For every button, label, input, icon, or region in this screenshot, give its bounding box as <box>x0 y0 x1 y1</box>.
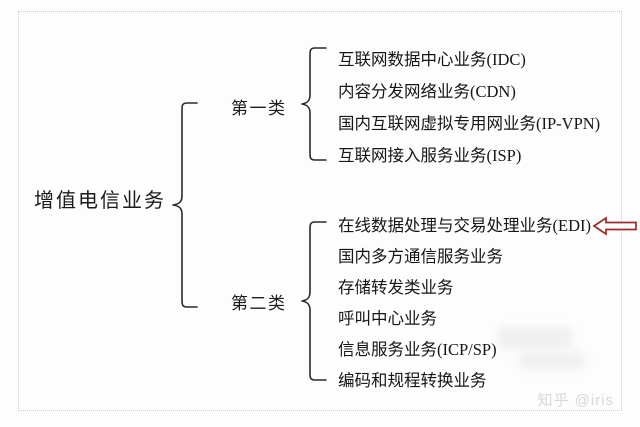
category-2-bracket <box>301 221 327 381</box>
root-node-label: 增值电信业务 <box>34 190 166 212</box>
category-2-item-1: 在线数据处理与交易处理业务(EDI) <box>338 216 591 235</box>
root-branch-bracket <box>172 102 198 308</box>
category-2-label: 第二类 <box>231 294 287 313</box>
left-arrow-icon <box>592 216 637 236</box>
scan-artifact <box>498 327 572 349</box>
category-1-item-4: 互联网接入服务业务(ISP) <box>338 146 522 165</box>
category-2-item-6: 编码和规程转换业务 <box>338 371 487 390</box>
category-2-item-4: 呼叫中心业务 <box>338 309 437 328</box>
category-2-item-2: 国内多方通信服务业务 <box>338 247 503 266</box>
category-1-label: 第一类 <box>231 99 287 118</box>
category-1-item-2: 内容分发网络业务(CDN) <box>338 82 516 101</box>
category-1-item-1: 互联网数据中心业务(IDC) <box>338 50 526 69</box>
watermark: 知乎 @iris <box>537 392 614 409</box>
category-1-item-3: 国内互联网虚拟专用网业务(IP-VPN) <box>338 114 601 133</box>
scan-artifact <box>520 352 584 370</box>
category-1-bracket <box>301 47 327 161</box>
category-2-item-3: 存储转发类业务 <box>338 278 454 297</box>
category-2-item-5: 信息服务业务(ICP/SP) <box>338 340 497 359</box>
